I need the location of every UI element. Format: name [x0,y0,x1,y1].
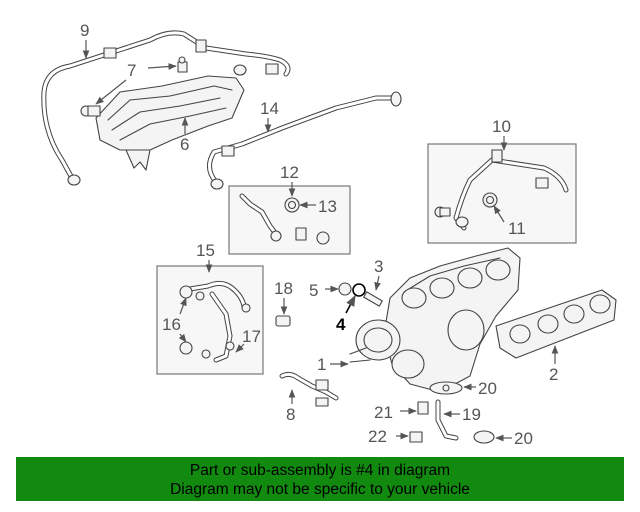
parts-diagram: 9 7 6 14 10 12 13 11 15 18 5 3 4 16 17 1… [41,21,617,448]
callout-5: 5 [309,281,318,300]
stud-3 [363,291,383,307]
callout-21: 21 [374,403,393,422]
callout-16: 16 [162,315,181,334]
detail-box-12 [228,185,351,255]
callout-10: 10 [492,117,511,136]
nut-5 [338,282,352,296]
callout-1: 1 [317,355,326,374]
callout-14: 14 [260,99,279,118]
callout-7: 7 [127,61,136,80]
bolts-7 [80,56,188,117]
callout-20-upper: 20 [478,379,497,398]
callout-19: 19 [462,405,481,424]
callout-labels: 9 7 6 14 10 12 13 11 15 18 5 3 4 16 17 1… [80,21,558,448]
banner-line-2: Diagram may not be specific to your vehi… [170,481,470,498]
oil-return-8 [279,371,339,407]
banner-line-1: Part or sub-assembly is #4 in diagram [189,462,451,479]
callout-15: 15 [196,241,215,260]
oil-line-10 [434,149,569,231]
callout-9: 9 [80,21,89,40]
oil-line-12 [239,193,330,245]
callout-13: 13 [318,197,337,216]
coolant-line-9 [41,30,291,186]
callout-4: 4 [336,315,346,334]
heat-shield-6 [95,75,245,171]
manifold-gasket-2 [495,289,617,359]
callout-2: 2 [549,365,558,384]
bolt-18 [275,315,291,327]
callout-20-lower: 20 [514,429,533,448]
callout-11: 11 [508,219,526,238]
callout-22: 22 [368,427,387,446]
callout-17: 17 [242,327,261,346]
callout-3: 3 [374,257,383,276]
oil-line-15 [179,280,251,363]
callout-6: 6 [180,135,189,154]
callout-12: 12 [280,163,299,182]
turbocharger-1 [349,247,521,393]
hose-14 [207,91,402,190]
callout-18: 18 [274,279,293,298]
lower-parts [409,381,495,444]
leader-lines [82,40,559,442]
callout-8: 8 [286,405,295,424]
gasket-4 [352,283,366,297]
info-banner: Part or sub-assembly is #4 in diagram Di… [16,457,624,501]
